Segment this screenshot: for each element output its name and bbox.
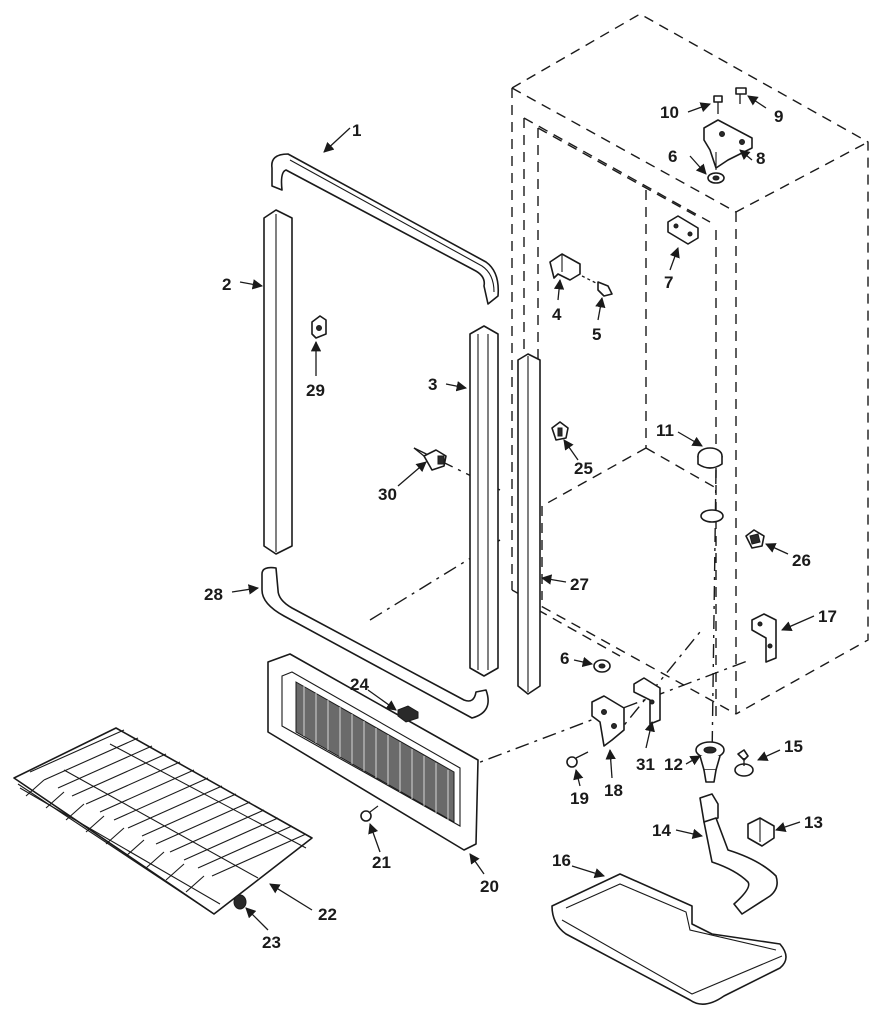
callout-21: 21 — [372, 853, 391, 872]
tube-clip — [747, 817, 775, 847]
callout-9: 9 — [774, 107, 783, 126]
hinge-plate — [667, 215, 699, 245]
callout-4: 4 — [552, 305, 562, 324]
callout-19: 19 — [570, 789, 589, 808]
grille-screw — [360, 805, 379, 822]
door-plug — [413, 447, 447, 471]
drain-hole — [700, 509, 724, 523]
bracket-screw — [581, 275, 613, 297]
left-gasket-strip — [263, 209, 293, 555]
callout-10: 10 — [660, 103, 679, 122]
callout-25: 25 — [574, 459, 593, 478]
callout-11: 11 — [656, 421, 674, 440]
callout-26: 26 — [792, 551, 811, 570]
callout-16: 16 — [552, 851, 571, 870]
callout-15: 15 — [784, 737, 803, 756]
callout-18: 18 — [604, 781, 623, 800]
callout-12: 12 — [664, 755, 683, 774]
door-bracket — [549, 253, 581, 281]
shelf-roller — [233, 894, 247, 910]
top-hinge — [703, 119, 753, 170]
hinge-screw-bottom — [566, 751, 589, 768]
callout-30: 30 — [378, 485, 397, 504]
drain-funnel — [695, 741, 725, 783]
callout-14: 14 — [652, 821, 671, 840]
callout-5: 5 — [592, 325, 601, 344]
top-gasket — [271, 153, 500, 305]
right-gasket-strip — [469, 325, 499, 677]
washer-top — [707, 172, 725, 184]
lamp-socket — [745, 529, 765, 549]
callout-6-lower: 6 — [560, 649, 569, 668]
bottom-gasket — [261, 566, 489, 719]
callout-1: 1 — [352, 121, 361, 140]
callout-6: 6 — [668, 147, 677, 166]
hinge-screw-left — [713, 95, 723, 114]
callout-31: 31 — [636, 755, 655, 774]
bottom-hinge — [591, 695, 625, 747]
callout-23: 23 — [262, 933, 281, 952]
callout-labels: 1 2 3 4 5 6 7 8 9 10 11 12 13 14 15 16 1… — [204, 103, 837, 952]
callout-2: 2 — [222, 275, 231, 294]
hinge-screw-right — [735, 87, 747, 104]
breaker-strip — [517, 353, 541, 695]
callout-28: 28 — [204, 585, 223, 604]
cabinet-outline — [511, 13, 869, 720]
drain-tube — [699, 793, 778, 915]
gasket-block — [397, 705, 419, 723]
callout-8: 8 — [756, 149, 765, 168]
leader-arrows — [231, 95, 815, 931]
hinge-bracket-lower — [751, 613, 777, 663]
callout-3: 3 — [428, 375, 437, 394]
bottom-hinge-pin — [633, 677, 661, 725]
gasket-clip — [311, 315, 327, 339]
hinge-clip — [551, 421, 569, 441]
drain-screw — [734, 749, 754, 777]
callout-7: 7 — [664, 273, 673, 292]
callout-13: 13 — [804, 813, 823, 832]
toe-grille — [267, 653, 479, 851]
callout-24: 24 — [350, 675, 369, 694]
callout-29: 29 — [306, 381, 325, 400]
callout-20: 20 — [480, 877, 499, 896]
callout-27: 27 — [570, 575, 589, 594]
callout-22: 22 — [318, 905, 337, 924]
wire-basket — [13, 727, 313, 915]
drain-pan — [551, 873, 787, 1005]
callout-17: 17 — [818, 607, 837, 626]
drain-plug — [697, 447, 723, 469]
washer-bottom — [593, 659, 611, 673]
